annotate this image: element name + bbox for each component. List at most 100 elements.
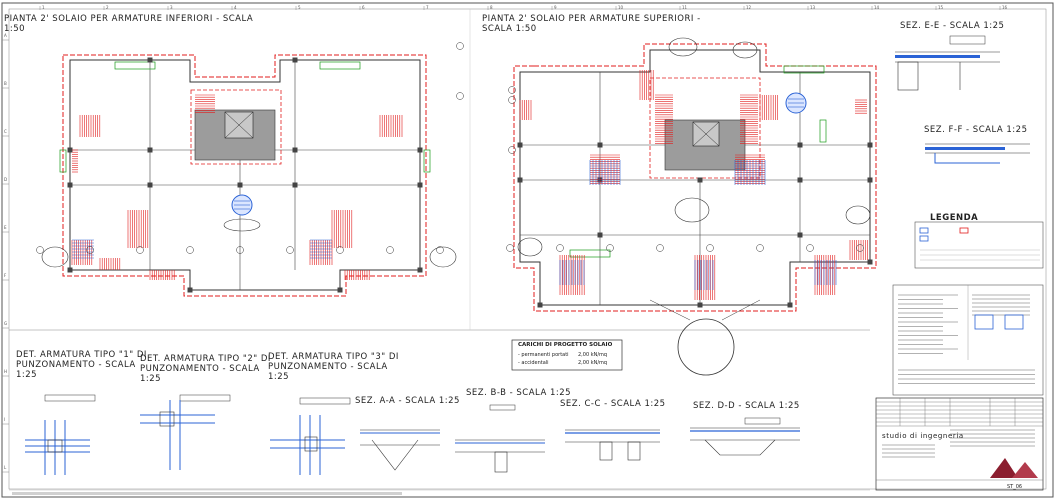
detail-2-title: DET. ARMATURA TIPO "2" DI PUNZONAMENTO -… (140, 354, 271, 384)
grid-bubble (508, 146, 516, 154)
grid-bubble (186, 246, 194, 254)
core-red-outline (649, 77, 761, 179)
column-section (292, 182, 298, 188)
column-section (697, 177, 703, 183)
column-section (417, 182, 423, 188)
loads-row-1-label: - permanenti portati (518, 352, 569, 358)
green-note-tag (59, 149, 67, 173)
rebar-hatch (127, 210, 149, 248)
section-ff-title: SEZ. F-F - SCALA 1:25 (924, 125, 1028, 135)
grid-column-label: 9 (554, 5, 557, 10)
section-ff-drawing (925, 143, 1030, 164)
grid-column-label: 12 (746, 5, 752, 10)
column-section (417, 267, 423, 273)
loads-row-1: - permanenti portati 2,00 kN/mq (518, 352, 618, 358)
grid-column-label: 11 (682, 5, 688, 10)
grid-row-label: C (4, 129, 7, 134)
grid-column-label: 3 (170, 5, 173, 10)
legend-box (914, 221, 1044, 269)
grid-column-label: 16 (1002, 5, 1008, 10)
green-note-tag (569, 249, 611, 258)
grid-column-label: 8 (490, 5, 493, 10)
grid-row-label: A (4, 33, 7, 38)
loads-row-2: - accidentali 2,00 kN/mq (518, 360, 618, 366)
section-ee-drawing (895, 35, 1000, 91)
grid-row-label: F (4, 273, 7, 278)
core-red-outline (190, 89, 282, 165)
lift-cross (692, 121, 720, 147)
column-section (597, 142, 603, 148)
column-section (292, 57, 298, 63)
column-section (867, 259, 873, 265)
detail-callout (668, 37, 698, 57)
grid-bubble (136, 246, 144, 254)
grid-column-label: 7 (426, 5, 429, 10)
detail-3-line-3: 1:25 (268, 372, 290, 382)
rebar-hatch (589, 160, 621, 185)
grid-column-label: 15 (938, 5, 944, 10)
grid-column-label: 14 (874, 5, 880, 10)
rebar-hatch (71, 240, 93, 265)
legend-title: LEGENDA (930, 213, 979, 223)
rebar-hatch (655, 94, 673, 144)
column-section (867, 177, 873, 183)
grid-row-label: H (4, 369, 7, 374)
column-section (797, 232, 803, 238)
rebar-hatch (740, 94, 758, 144)
loads-row-2-value: 2,00 kN/mq (578, 360, 608, 366)
sections-bottom (360, 404, 800, 473)
detail-1-line-3: 1:25 (16, 370, 38, 380)
section-cc-title: SEZ. C-C - SCALA 1:25 (560, 399, 666, 409)
grid-bubble (508, 86, 516, 94)
column-section (292, 147, 298, 153)
grid-column-label: 6 (362, 5, 365, 10)
grid-bubble (756, 244, 764, 252)
company-logo (990, 458, 1018, 478)
grid-column-label: 1 (42, 5, 45, 10)
rebar-hatch (310, 239, 332, 259)
loads-row-2-label: - accidentali (518, 360, 549, 366)
rebar-hatch (149, 270, 175, 280)
column-section (147, 57, 153, 63)
grid-bubble (506, 244, 514, 252)
column-section (787, 302, 793, 308)
rebar-hatch (379, 115, 403, 137)
detail-2-line-1: DET. ARMATURA TIPO "2" DI (140, 354, 271, 364)
grid-column-label: 13 (810, 5, 816, 10)
plan-lower-reinforcement (41, 54, 457, 297)
green-note-tag (783, 65, 825, 74)
leader-line (649, 299, 691, 321)
detail-callout (41, 246, 69, 268)
grid-column-label: 2 (106, 5, 109, 10)
column-section (697, 302, 703, 308)
grid-bubble (436, 246, 444, 254)
materials-notes-box (892, 284, 1044, 396)
rebar-hatch (855, 99, 867, 114)
grid-bubble (236, 246, 244, 254)
grid-bubble (856, 244, 864, 252)
column-section (797, 142, 803, 148)
loads-row-1-value: 2,00 kN/mq (578, 352, 608, 358)
column-section (147, 182, 153, 188)
titleblock-company: studio di ingegneria (882, 432, 964, 440)
column-section (537, 302, 543, 308)
plan-upper-scale: SCALA 1:50 (482, 24, 537, 34)
section-bb-title: SEZ. B-B - SCALA 1:25 (466, 388, 572, 398)
section-cc (565, 429, 660, 461)
rebar-hatch (195, 94, 215, 113)
rebar-hatch (814, 260, 837, 285)
rebar-hatch (759, 95, 778, 120)
section-ee-title: SEZ. E-E - SCALA 1:25 (900, 21, 1005, 31)
grid-bubble (556, 244, 564, 252)
grid-bubble (336, 246, 344, 254)
rebar-hatch (72, 239, 94, 259)
grid-bubble (508, 96, 516, 104)
column-section (797, 177, 803, 183)
grid-column-label: 4 (234, 5, 237, 10)
grid-row-label: I (4, 417, 5, 422)
rebar-hatch (519, 100, 532, 120)
grid-bubble (36, 246, 44, 254)
